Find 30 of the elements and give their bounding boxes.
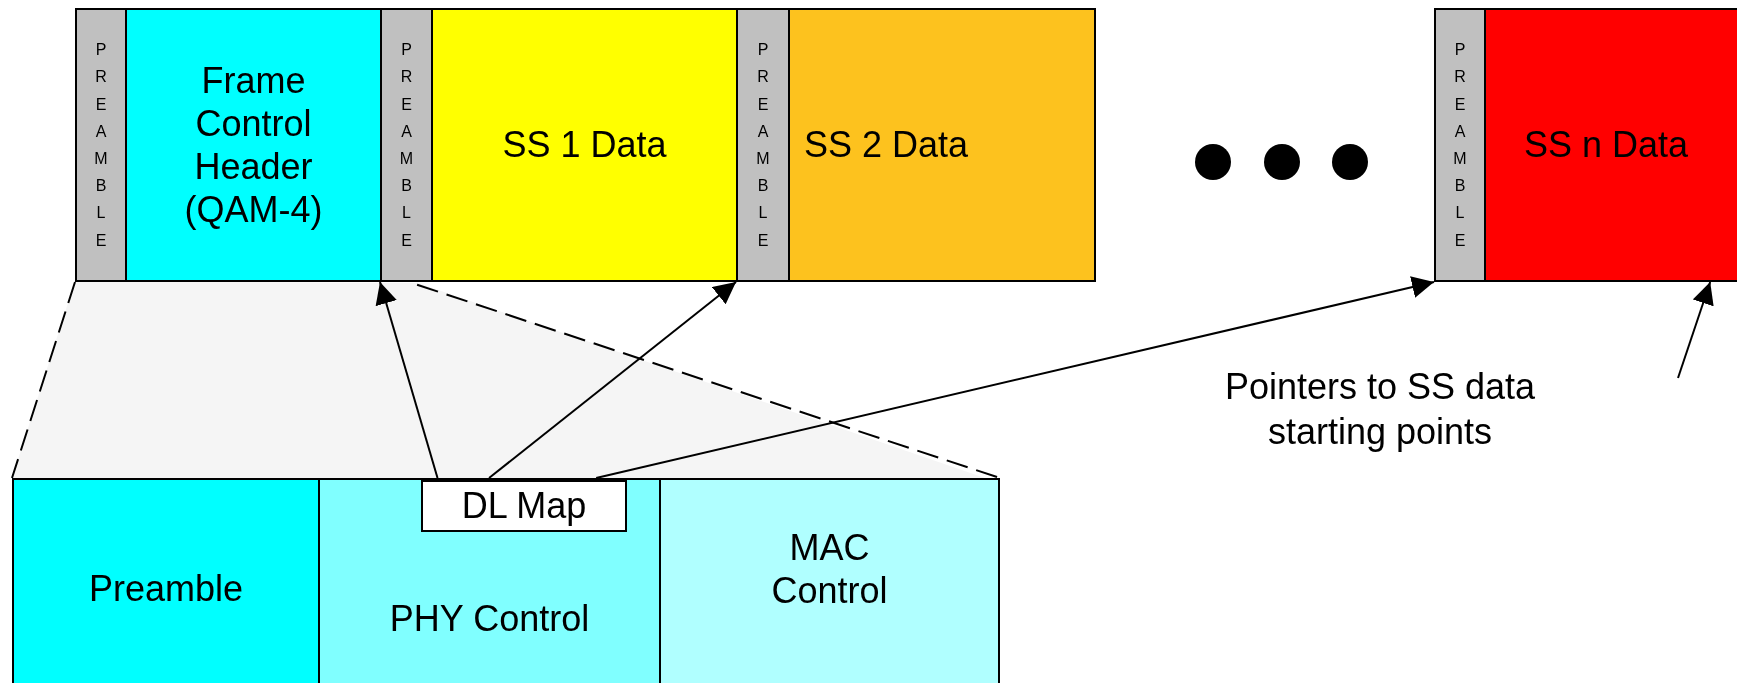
phy-control-box xyxy=(318,478,661,683)
preamble-strip xyxy=(380,8,433,282)
data-burst-box xyxy=(788,8,1096,282)
data-burst-box xyxy=(1484,8,1737,282)
box-label: Frame Control Header (QAM-4) xyxy=(183,58,324,232)
preamble-strip xyxy=(736,8,790,282)
box-label: Preamble xyxy=(88,567,244,611)
mac-control-box xyxy=(659,478,1000,683)
vertical-label: PREAMBLE xyxy=(398,40,415,251)
dashed-projection-line xyxy=(11,281,76,479)
box-label: SS n Data xyxy=(1523,123,1689,167)
dl-map-box xyxy=(421,480,627,532)
annotation-text: Pointers to SS data starting points xyxy=(1223,365,1537,454)
vertical-label: PREAMBLE xyxy=(93,40,109,251)
box-label: SS 2 Data xyxy=(804,123,969,167)
box-label: MAC Control xyxy=(770,525,889,613)
box-label: SS 1 Data xyxy=(502,123,667,167)
vertical-label: PREAMBLE xyxy=(1452,40,1468,251)
arrow xyxy=(488,281,737,479)
preamble-strip xyxy=(75,8,127,282)
box-label: PHY Control xyxy=(389,597,590,641)
vertical-label: PREAMBLE xyxy=(755,40,771,251)
arrow xyxy=(375,281,439,479)
frame-control-header-box xyxy=(125,8,382,282)
data-burst-box xyxy=(431,8,738,282)
preamble-field-box xyxy=(12,478,320,683)
box-label: DL Map xyxy=(461,484,587,528)
arrow xyxy=(1677,281,1714,379)
arrow xyxy=(595,276,1435,479)
preamble-strip xyxy=(1434,8,1486,282)
